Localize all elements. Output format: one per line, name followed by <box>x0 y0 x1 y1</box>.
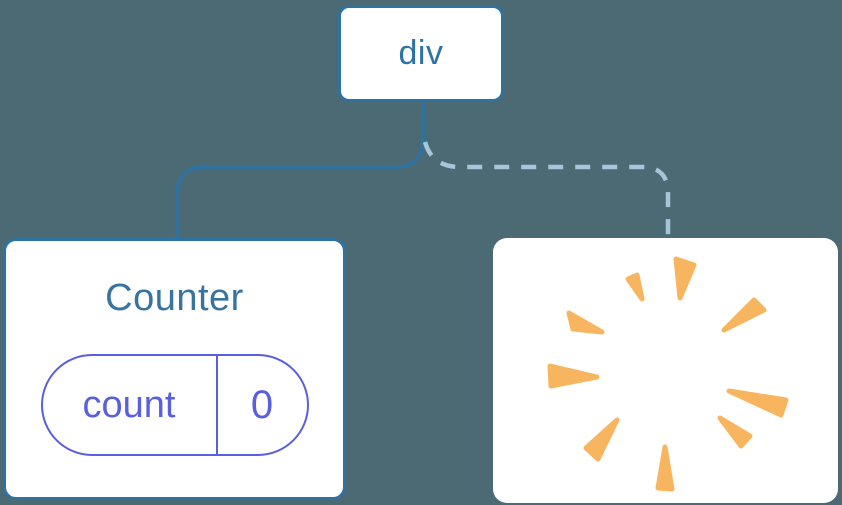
edge-div-to-removed <box>422 141 671 240</box>
tree-node-removed <box>493 238 838 503</box>
edge-div-to-counter <box>175 99 425 242</box>
state-key-label: count <box>43 356 218 454</box>
tree-node-div: div <box>338 5 504 102</box>
poof-burst-icon <box>547 256 789 492</box>
tree-node-counter: Counter count 0 <box>3 238 346 500</box>
state-value: 0 <box>250 382 274 427</box>
counter-node-title: Counter <box>105 277 244 319</box>
counter-state-pill: count 0 <box>40 354 309 456</box>
div-node-label: div <box>398 34 444 72</box>
